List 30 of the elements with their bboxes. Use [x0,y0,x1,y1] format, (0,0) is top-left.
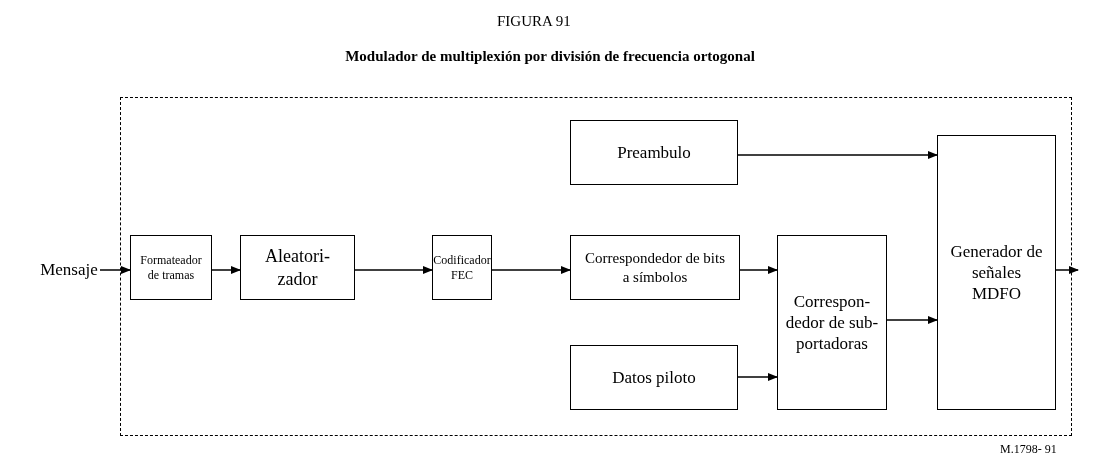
process-box [570,235,740,300]
box-label: Aleatori- zador [264,245,331,290]
arrow [354,266,433,274]
arrow [737,373,778,381]
box-label: Mensaje [40,259,98,281]
box-label: Datos piloto [612,366,696,389]
process-box [432,235,492,300]
figure-number: FIGURA 91 [497,12,571,31]
figure-title: Modulador de multiplexión por división de frecuencia ortogonal [344,47,756,66]
process-box [130,235,212,300]
process-box [570,345,738,410]
arrow [739,266,778,274]
dashed-boundary [120,97,1072,436]
process-box [570,120,738,185]
figure-reference: M.1798- 91 [1000,441,1057,458]
box-label: Generador de señales MDFO [949,240,1044,305]
box-label: Preambulo [617,141,691,164]
process-box [937,135,1056,410]
box-label: Formateador de tramas [139,252,203,283]
arrow [99,266,131,274]
arrow [491,266,571,274]
box-label: Correspondedor de bits a símbolos [584,248,726,287]
arrow [886,316,938,324]
box-label: Correspon- dedor de sub- portadoras [784,290,880,355]
process-box [240,235,355,300]
arrow [211,266,241,274]
arrow [737,151,938,159]
box-label: Codificador FEC [433,252,491,283]
arrow [1055,266,1079,274]
process-box [777,235,887,410]
